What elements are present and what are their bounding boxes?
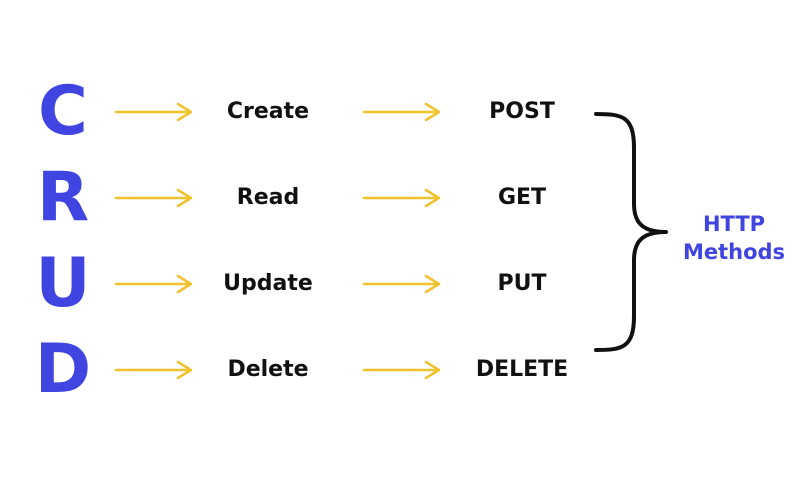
arrow-right-icon xyxy=(114,188,193,208)
crud-letter-u: U xyxy=(35,244,91,323)
arrow-right-icon xyxy=(362,360,441,380)
http-methods-label: HTTP Methods xyxy=(672,210,796,266)
http-method-label: DELETE xyxy=(475,357,569,382)
crud-row-delete: D Delete DELETE xyxy=(0,332,800,408)
arrow-right-icon xyxy=(114,102,193,122)
arrow-right-icon xyxy=(114,360,193,380)
http-method-label: PUT xyxy=(497,271,547,296)
crud-letter-d: D xyxy=(34,330,92,409)
arrow-right-icon xyxy=(362,188,441,208)
crud-letter-r: R xyxy=(36,158,90,237)
arrow-right-icon xyxy=(362,102,441,122)
http-method-label: GET xyxy=(497,185,547,210)
crud-row-update: U Update PUT xyxy=(0,246,800,322)
operation-label: Create xyxy=(226,99,310,124)
http-method-label: POST xyxy=(489,99,555,124)
crud-letter-c: C xyxy=(38,72,88,151)
operation-label: Read xyxy=(236,185,300,210)
crud-row-read: R Read GET xyxy=(0,160,800,236)
operation-label: Delete xyxy=(227,357,309,382)
curly-brace-icon xyxy=(594,112,668,352)
http-label-line2: Methods xyxy=(682,240,786,264)
http-label-line1: HTTP xyxy=(702,212,766,236)
arrow-right-icon xyxy=(362,274,441,294)
operation-label: Update xyxy=(223,271,313,296)
crud-row-create: C Create POST xyxy=(0,74,800,150)
arrow-right-icon xyxy=(114,274,193,294)
